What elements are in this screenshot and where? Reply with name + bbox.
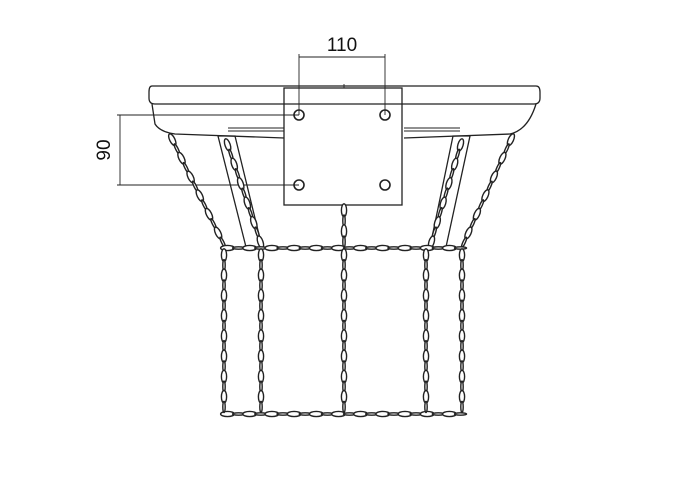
chain-top-center [340, 203, 348, 249]
chain-top-left-inner [223, 138, 265, 249]
chain-link [450, 157, 459, 172]
chain-top-right-inner [427, 138, 465, 249]
chain-drop-4 [422, 248, 430, 414]
chain-link [433, 215, 442, 230]
chain-link [259, 400, 263, 414]
mounting-plate [283, 87, 403, 206]
chain-link [424, 400, 428, 414]
dim-label-110: 110 [327, 35, 357, 56]
chain-drop-3 [340, 248, 348, 414]
chain-top-left-outer [167, 133, 227, 249]
rim-lower-body [151, 103, 537, 139]
dim-label-90: 90 [94, 139, 115, 160]
chain-drop-2 [257, 248, 265, 414]
rim-top-plate [148, 85, 541, 105]
chain-link [222, 400, 226, 414]
chain-ring-top [219, 244, 468, 252]
chain-link [456, 138, 465, 152]
chain-link [342, 400, 346, 414]
chain-ring-bottom [219, 410, 468, 418]
dimension-vertical: 90 [94, 114, 299, 186]
bolt-hole-bottom-right [379, 179, 391, 191]
chain-link [445, 177, 453, 191]
dimension-horizontal: 110 [298, 35, 386, 115]
chain-drop-1 [220, 248, 228, 414]
chain-link [453, 412, 468, 416]
chain-top-right-outer [460, 133, 516, 249]
chain-link [460, 400, 464, 414]
chain-net [167, 133, 516, 418]
chain-drop-5 [458, 248, 466, 414]
